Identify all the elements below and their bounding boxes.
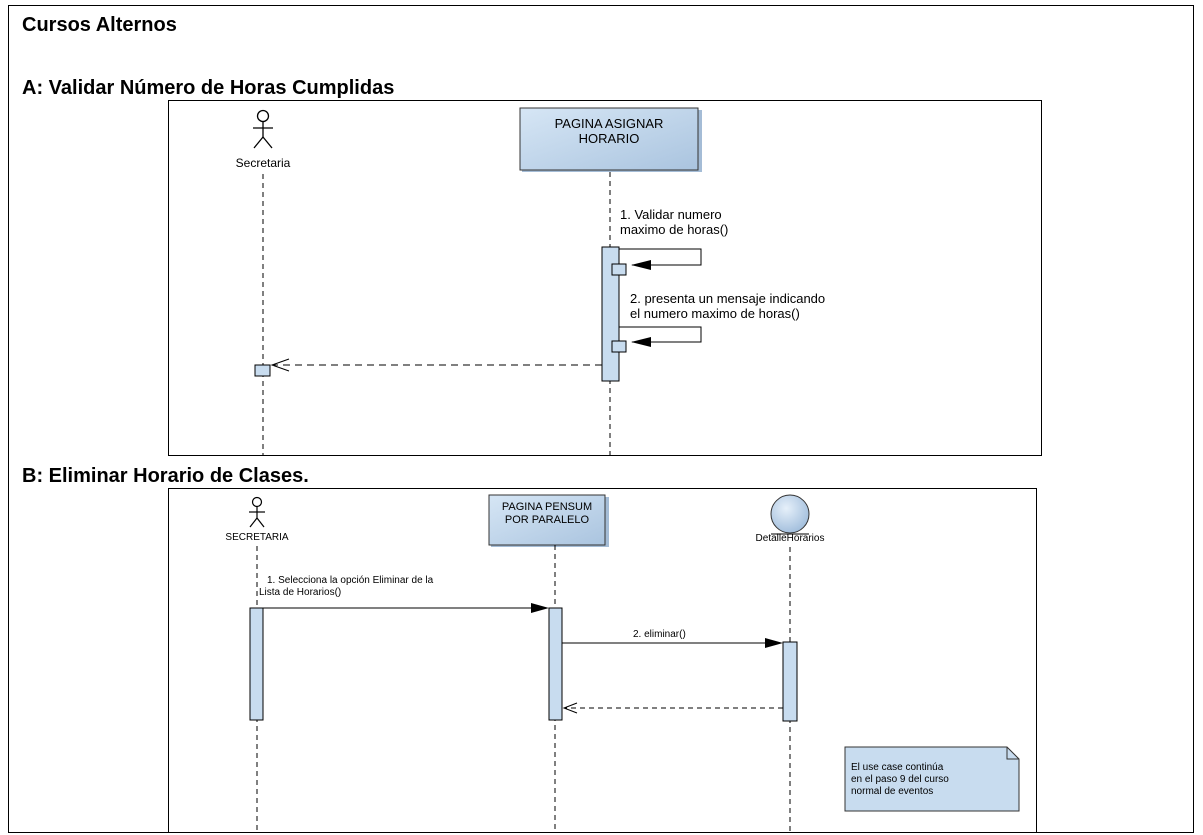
message-1-arrow-head (531, 603, 549, 613)
entity-label: DetalleHorarios (756, 533, 825, 544)
diagram-b-heading: B: Eliminar Horario de Clases. (22, 465, 309, 487)
message-1-label-line2: Lista de Horarios() (259, 587, 341, 598)
sequence-diagram-b: SECRETARIA PAGINA PENSUM POR PARALELO De… (168, 488, 1037, 833)
section-title: Cursos Alternos (22, 14, 177, 36)
message-1-label-line2: maximo de horas() (620, 222, 728, 237)
return-arrow-head (562, 702, 578, 714)
message-2-label: 2. eliminar() (633, 629, 686, 640)
note-line2: en el paso 9 del curso (851, 774, 949, 785)
self-message-1 (619, 248, 702, 266)
note-fold (1006, 747, 1019, 760)
actor-activation (249, 607, 264, 721)
actor-activation-small (254, 364, 271, 377)
actor-secretaria-icon (249, 496, 265, 528)
diagram-a-heading: A: Validar Número de Horas Cumplidas (22, 77, 395, 99)
page-activation (548, 607, 563, 721)
entity-activation (782, 641, 798, 722)
sequence-diagram-a: Secretaria PAGINA ASIGNAR HORARIO 1. Val… (168, 100, 1042, 456)
message-1-label-line1: 1. Validar numero (620, 207, 722, 222)
actor-secretaria-label: Secretaria (236, 156, 291, 170)
page-box-label-line2: HORARIO (579, 131, 640, 146)
actor-secretaria-label: SECRETARIA (225, 532, 288, 543)
activation-small-1 (611, 263, 627, 276)
return-arrow-head (270, 358, 290, 372)
self-message-2 (619, 326, 702, 343)
page-box-label-line1: PAGINA PENSUM (502, 501, 592, 513)
actor-secretaria-icon (253, 109, 273, 149)
message-2-label-line2: el numero maximo de horas() (630, 306, 800, 321)
page-box-label-line1: PAGINA ASIGNAR (555, 116, 664, 131)
lifeline-pagina-asignar-horario (519, 107, 702, 172)
message-2-arrow-head (765, 638, 783, 648)
note-line3: normal de eventos (851, 786, 933, 797)
message-1-label-line1: 1. Selecciona la opción Eliminar de la (267, 575, 434, 586)
note-box (844, 746, 1020, 812)
message-2-label-line1: 2. presenta un mensaje indicando (630, 291, 825, 306)
arrow-head-1 (631, 260, 651, 270)
entity-icon (770, 494, 810, 534)
note-line1: El use case continúa (851, 762, 944, 773)
lifeline-pagina-pensum-por-paralelo (488, 494, 609, 547)
page-box-label-line2: POR PARALELO (505, 514, 590, 526)
activation-small-2 (611, 340, 627, 353)
arrow-head-2 (631, 337, 651, 347)
